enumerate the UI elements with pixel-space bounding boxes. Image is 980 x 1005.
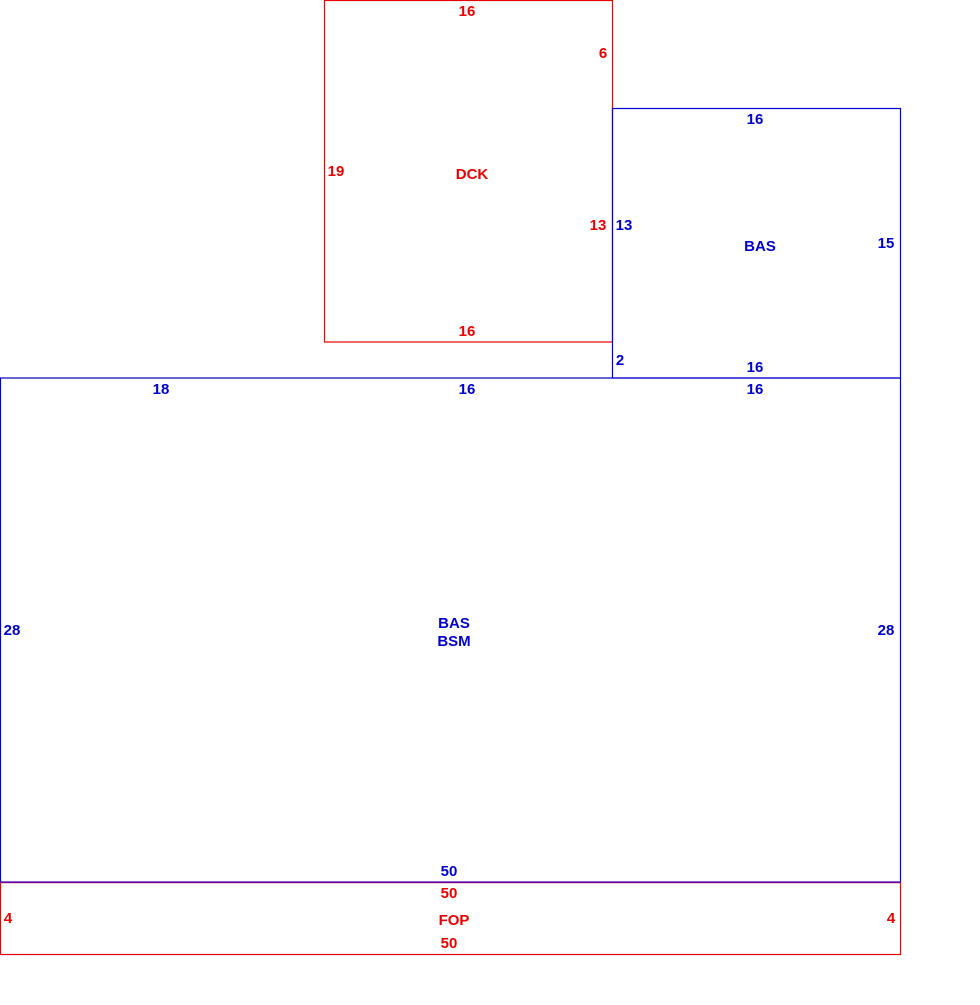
dck-left-dimension: 19 [328,163,345,180]
main-top-mid-dimension: 16 [459,381,476,398]
bas-upper-left-dimension: 13 [616,217,633,234]
main-area-label-bas: BAS [438,615,470,632]
main-top-left-dimension: 18 [153,381,170,398]
dck-bottom-dimension: 16 [459,323,476,340]
dck-right-lower-dimension: 13 [590,217,607,234]
main-left-dimension: 28 [4,622,21,639]
main-right-dimension: 28 [878,622,895,639]
dck-right-upper-dimension: 6 [599,45,607,62]
bas-upper-right-dimension: 15 [878,235,895,252]
bas-upper-area-label: BAS [744,238,776,255]
bas-upper-bottom-dimension: 16 [747,359,764,376]
dck-top-dimension: 16 [459,3,476,20]
main-top-right-dimension: 16 [747,381,764,398]
dck-area-label: DCK [456,166,489,183]
fop-right-dimension: 4 [887,910,896,927]
bas-upper-top-dimension: 16 [747,111,764,128]
main-area-label-bsm: BSM [437,633,470,650]
fop-top-dimension: 50 [441,885,458,902]
main-bottom-dimension: 50 [441,863,458,880]
fop-area-label: FOP [439,912,470,929]
bas-upper-gap-dimension: 2 [616,352,624,369]
fop-left-dimension: 4 [4,910,13,927]
fop-bottom-dimension: 50 [441,935,458,952]
